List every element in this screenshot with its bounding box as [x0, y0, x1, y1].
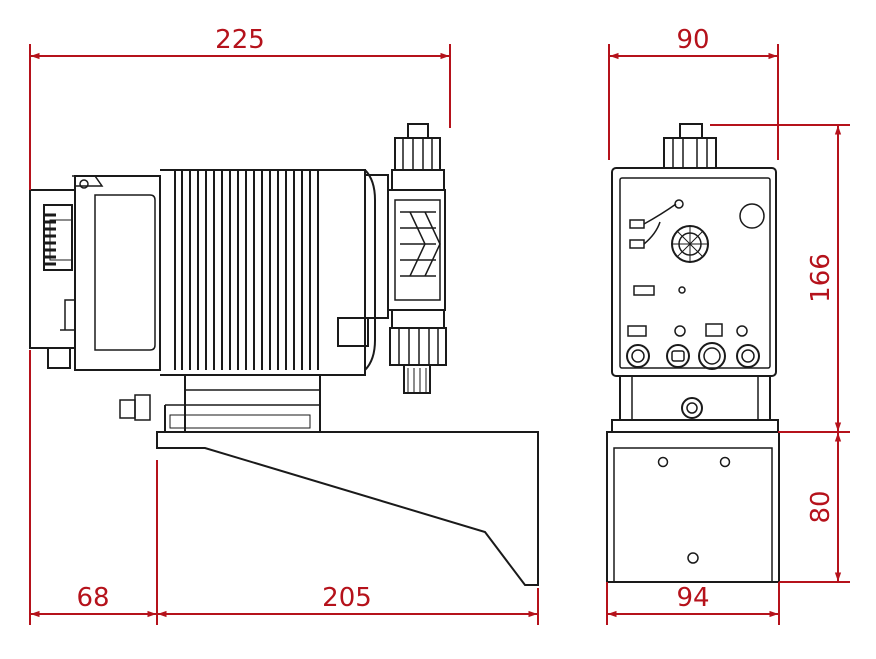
cooling-fins [160, 169, 376, 376]
dim-front-height-ext [710, 124, 850, 433]
bottom-valve [389, 309, 447, 394]
side-stand [119, 374, 321, 433]
dim-overall-width-ext [29, 44, 451, 190]
dim-label-front-height: 166 [806, 253, 836, 303]
top-valve [391, 123, 445, 191]
front-stand [611, 375, 779, 433]
dim-base-ext [29, 350, 539, 625]
motor-housing [60, 175, 161, 371]
dim-label-base-length: 205 [322, 583, 372, 613]
control-panel [611, 167, 777, 377]
front-view [606, 123, 780, 583]
dim-label-bracket-width: 94 [676, 583, 709, 613]
dimension-lines [29, 44, 850, 625]
dim-label-offset: 68 [76, 583, 109, 613]
pump-head [365, 174, 446, 319]
dim-label-overall-width: 225 [215, 25, 265, 55]
dim-label-bracket-height: 80 [806, 490, 836, 523]
dim-bracket-width-ext [606, 582, 780, 625]
side-bracket [156, 431, 539, 586]
dimension-labels: 225 90 166 80 94 68 205 [76, 25, 836, 613]
front-bracket [606, 431, 780, 583]
motor-end-cap [29, 189, 76, 369]
dim-label-front-width: 90 [676, 25, 709, 55]
dim-front-width-ext [608, 44, 779, 160]
side-view [29, 123, 539, 586]
front-top-valve [663, 123, 717, 169]
